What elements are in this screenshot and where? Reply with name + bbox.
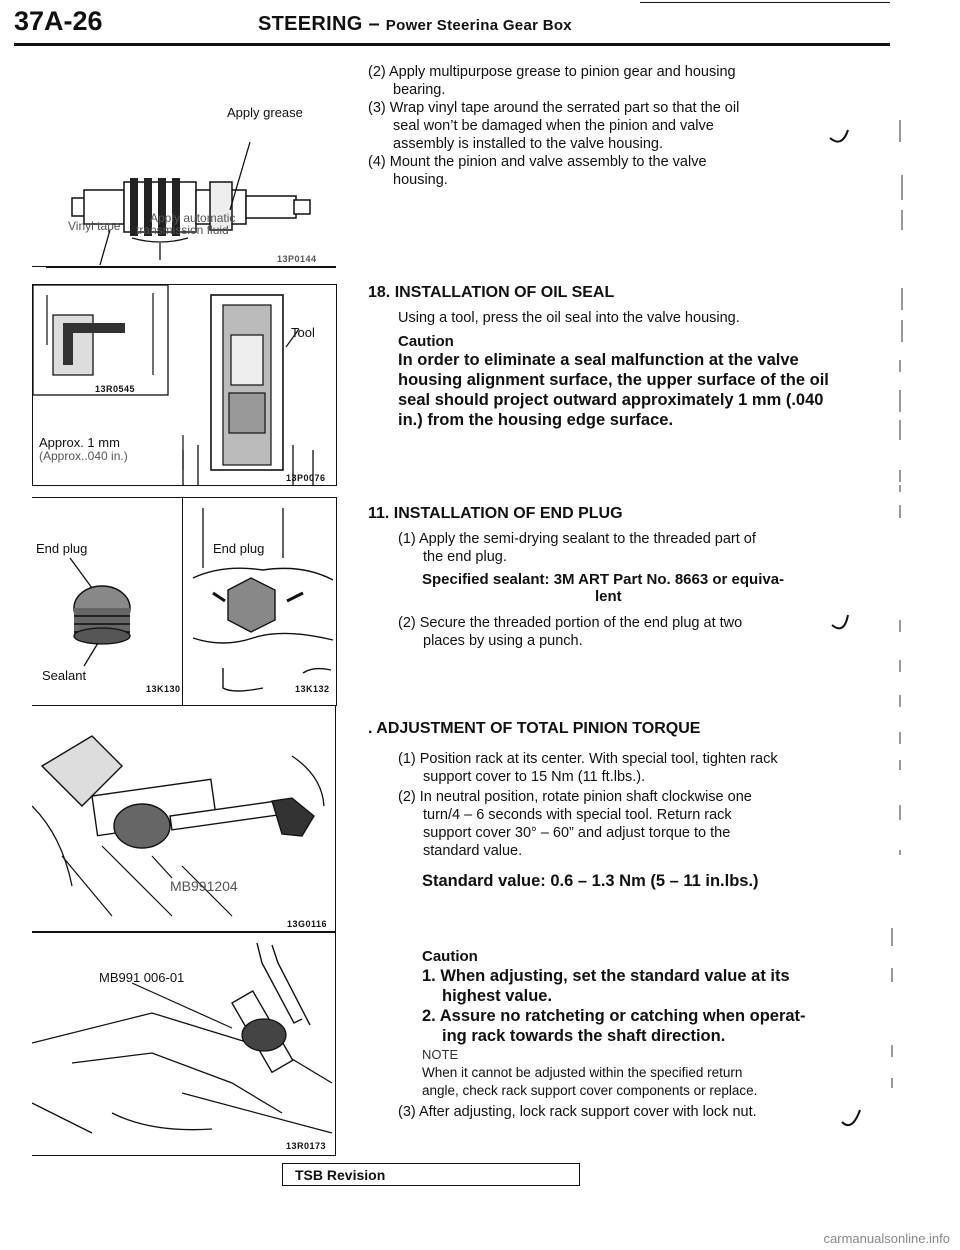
figure-code: 13R0173 [286, 1141, 327, 1151]
note-label: NOTE [422, 1047, 459, 1062]
figure-code: 13G0116 [287, 919, 328, 929]
oil-seal-caution: In order to eliminate a seal malfunction… [398, 351, 829, 429]
figure-rule [46, 266, 336, 268]
adjust-step-1: (1) Position rack at its center. With sp… [398, 751, 778, 785]
label-apply-atf-2: transmission fluid [136, 223, 229, 237]
figure-torque-tool: MB991204 13G0116 [32, 705, 336, 932]
title-dash: – [368, 13, 380, 35]
oil-seal-text: Using a tool, press the oil seal into th… [398, 310, 740, 326]
label-apply-grease: Apply grease [227, 105, 303, 120]
heading-oil-seal: 18. INSTALLATION OF OIL SEAL [368, 284, 615, 301]
label-apply-atf-1: Apply automatic [150, 211, 236, 225]
figure-oil-seal: 13R0545 Tool Approx. 1 mm (Approx..040 i… [32, 284, 337, 486]
adjust-step-3: (3) After adjusting, lock rack support c… [398, 1104, 757, 1120]
figure-code: 13P0144 [277, 254, 317, 264]
label-tool-mb991006: MB991 006-01 [99, 970, 185, 985]
header-rule [14, 43, 890, 46]
end-plug-step-1: (1) Apply the semi-drying sealant to the… [398, 531, 756, 565]
heading-adjustment: . ADJUSTMENT OF TOTAL PINION TORQUE [368, 720, 701, 737]
torque-tool-drawing [32, 735, 325, 917]
standard-value: Standard value: 0.6 – 1.3 Nm (5 – 11 in.… [422, 872, 759, 890]
figure-code: 13K130 [146, 684, 181, 694]
specified-sealant: Specified sealant: 3M ART Part No. 8663 … [422, 571, 785, 605]
figure-code-small: 13R0545 [95, 384, 136, 394]
heading-end-plug: 11. INSTALLATION OF END PLUG [368, 505, 623, 522]
steps-top: (2) Apply multipurpose grease to pinion … [368, 63, 838, 189]
end-plug-housing-drawing [192, 508, 334, 692]
note-text: When it cannot be adjusted within the sp… [422, 1065, 758, 1098]
figure-pinion-grease: Apply grease [32, 60, 336, 267]
adjust-caution: 1. When adjusting, set the standard valu… [422, 967, 806, 1045]
step-4: (4) Mount the pinion and valve assembly … [368, 154, 707, 188]
lock-nut-drawing [32, 942, 333, 1134]
label-sealant: Sealant [42, 668, 87, 683]
figure-end-plug-sealant: End plug Sealant 13K130 [32, 497, 183, 706]
end-plug-drawing [69, 557, 131, 667]
section-title: STEERING [258, 13, 363, 35]
tsb-revision-box: TSB Revision [282, 1163, 580, 1186]
label-end-plug: End plug [36, 541, 88, 556]
section-subtitle: Power Steerina Gear Box [385, 17, 572, 34]
adjust-step-2: (2) In neutral position, rotate pinion s… [398, 789, 752, 859]
watermark-link[interactable]: carmanualsonline.info [823, 1231, 950, 1246]
label-tool-mb991204: MB991204 [170, 878, 238, 894]
step-3: (3) Wrap vinyl tape around the serrated … [368, 100, 740, 152]
label-approx-in: (Approx..040 in.) [39, 449, 128, 463]
page-title: STEERING – Power Steerina Gear Box [258, 13, 572, 36]
revision-marks [829, 120, 903, 1126]
label-tool: Tool [291, 325, 315, 340]
step-2: (2) Apply multipurpose grease to pinion … [368, 64, 736, 98]
page-number: 37A-26 [14, 6, 103, 36]
caution-label: Caution [422, 948, 478, 965]
caution-label: Caution [398, 333, 454, 350]
oil-seal-drawing [33, 285, 314, 485]
figure-end-plug-punch: End plug 13K132 [182, 497, 337, 706]
top-rule [640, 2, 890, 3]
figure-code: 13P0076 [286, 473, 326, 483]
label-approx-mm: Approx. 1 mm [39, 435, 120, 450]
label-end-plug: End plug [213, 541, 265, 556]
figure-code: 13K132 [295, 684, 330, 694]
end-plug-step-2: (2) Secure the threaded portion of the e… [398, 615, 743, 649]
figure-lock-nut-tool: MB991 006-01 13R0173 [32, 932, 336, 1156]
pinion-drawing [71, 141, 311, 266]
label-vinyl-tape: Vinyl tape [68, 219, 121, 233]
